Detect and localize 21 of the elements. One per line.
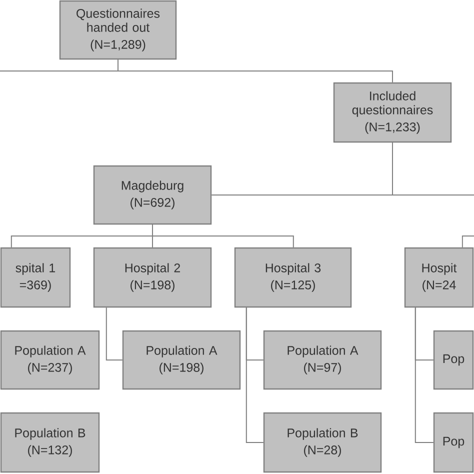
flowchart-box: Included questionnaires (N=1,233) <box>333 82 452 143</box>
connector-line <box>246 307 264 443</box>
flowchart-box: Population A (N=198) <box>122 330 241 390</box>
flowchart-box: Questionnaires handed out (N=1,289) <box>59 0 177 60</box>
connector-line <box>414 307 434 443</box>
flowchart-box: Magdeburg (N=692) <box>93 165 212 225</box>
flowchart-box: Population B (N=132) <box>0 412 100 473</box>
flowchart-box: Pop <box>433 412 474 473</box>
connector-line <box>462 236 474 248</box>
flowchart-box: Hospital 2 (N=198) <box>93 247 212 308</box>
connector-line <box>118 59 393 83</box>
flowchart-box: spital 1 =369) <box>0 247 71 308</box>
flowchart-box: Population B (N=28) <box>263 412 382 473</box>
connector-line <box>152 224 294 248</box>
connector-line <box>392 142 474 196</box>
flowchart-box: Population A (N=237) <box>0 330 100 390</box>
connector-line <box>106 307 123 360</box>
flowchart-box: Pop <box>433 330 474 390</box>
flowchart-box: Hospit (N=24 <box>404 247 474 308</box>
flowchart-box: Population A (N=97) <box>263 330 382 390</box>
flowchart-box: Hospital 3 (N=125) <box>234 247 352 308</box>
